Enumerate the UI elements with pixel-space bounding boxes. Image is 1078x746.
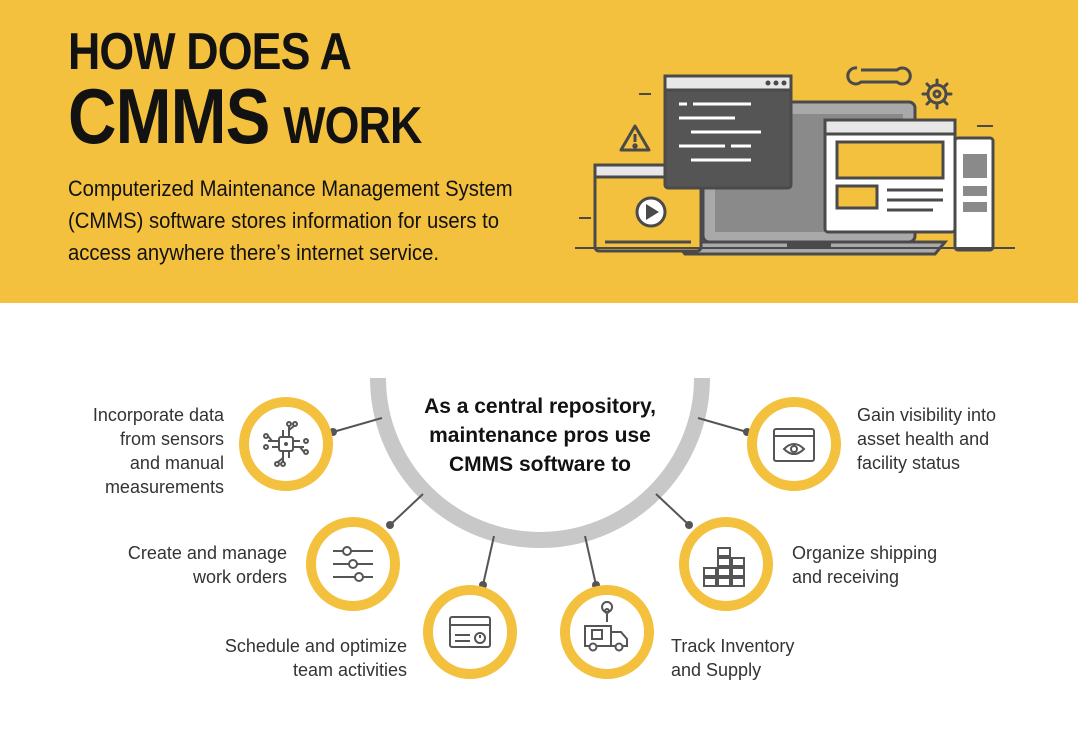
node-inventory bbox=[560, 585, 654, 679]
stacked-boxes-icon bbox=[703, 547, 745, 587]
label-shipping: Organize shipping and receiving bbox=[792, 543, 938, 587]
connector-1 bbox=[332, 417, 383, 433]
connector-3 bbox=[482, 535, 495, 586]
connector-4 bbox=[584, 535, 597, 586]
schedule-window-icon bbox=[449, 616, 491, 648]
title-work: WORK bbox=[283, 97, 422, 155]
sliders-icon bbox=[333, 546, 373, 582]
devices-illustration bbox=[575, 66, 1015, 256]
label-schedule: Schedule and optimize team activities bbox=[224, 636, 407, 680]
delivery-truck-icon bbox=[584, 601, 628, 652]
node-shipping bbox=[679, 517, 773, 611]
cmms-diagram bbox=[239, 377, 841, 679]
circuit-chip-icon bbox=[263, 421, 309, 467]
node-visibility bbox=[747, 397, 841, 491]
label-inventory: Track Inventory and Supply bbox=[671, 636, 795, 680]
central-arc bbox=[370, 377, 710, 548]
connector-2 bbox=[389, 493, 424, 526]
label-sensors: Incorporate data from sensors and manual… bbox=[92, 405, 224, 497]
central-repository-text: As a central repository, maintenance pro… bbox=[415, 392, 665, 479]
connector-6 bbox=[697, 417, 748, 433]
center-line-2: maintenance pros use bbox=[429, 424, 651, 447]
label-visibility: Gain visibility into asset health and fa… bbox=[857, 405, 997, 473]
connector-5 bbox=[655, 493, 690, 526]
center-line-1: As a central repository, bbox=[424, 395, 656, 418]
page-title-line1: HOW DOES A bbox=[68, 23, 352, 81]
node-sensors bbox=[239, 397, 333, 491]
eye-window-icon bbox=[773, 428, 815, 462]
node-work-orders bbox=[306, 517, 400, 611]
node-schedule bbox=[423, 585, 517, 679]
label-work-orders: Create and manage work orders bbox=[127, 543, 287, 587]
title-cmms: CMMS bbox=[68, 72, 270, 160]
center-line-3: CMMS software to bbox=[448, 453, 631, 476]
header-description: Computerized Maintenance Management Syst… bbox=[68, 176, 513, 265]
